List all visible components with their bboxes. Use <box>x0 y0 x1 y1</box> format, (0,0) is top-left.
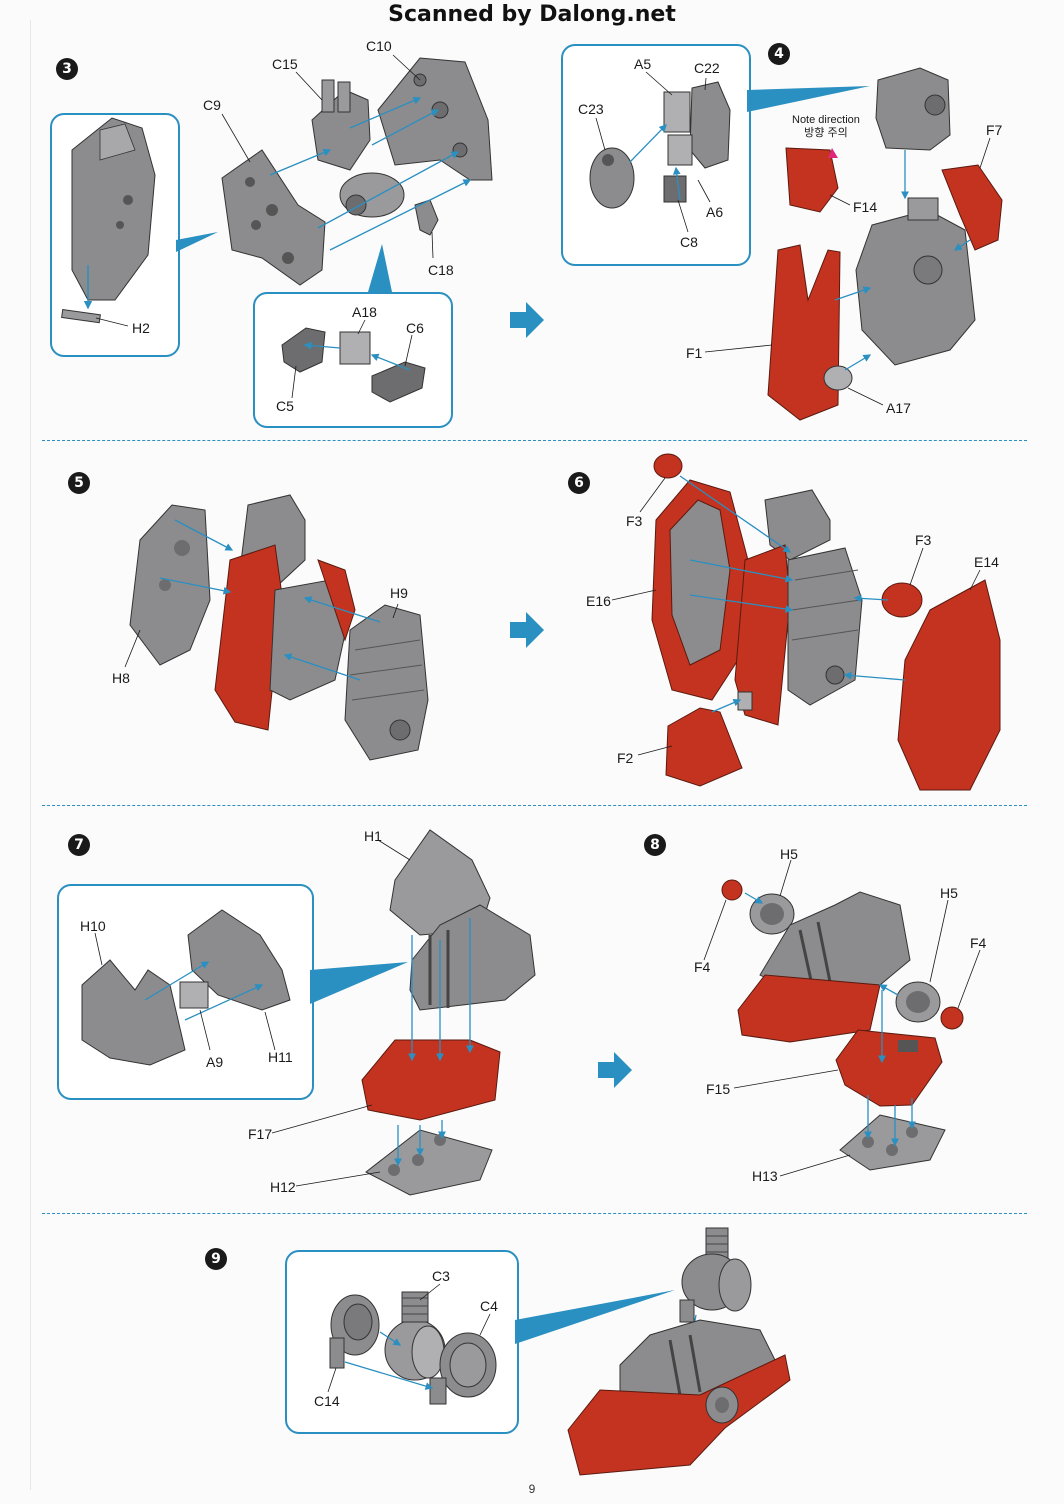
part-label: F4 <box>694 959 711 975</box>
part-label: A5 <box>634 56 652 72</box>
part-label: H12 <box>270 1179 296 1195</box>
part-label: C10 <box>366 38 392 54</box>
part-label: C5 <box>276 398 294 414</box>
part-label: H1 <box>364 828 382 844</box>
step-number-7: 7 <box>68 834 90 856</box>
part-label: C23 <box>578 101 604 117</box>
step-number-9: 9 <box>205 1248 227 1270</box>
scan-credit-header: Scanned by Dalong.net <box>388 2 676 27</box>
section-divider <box>42 805 1027 806</box>
part-label: C14 <box>314 1393 340 1409</box>
part-label: F1 <box>686 345 703 361</box>
part-label: F7 <box>986 122 1003 138</box>
part-label: F17 <box>248 1126 273 1142</box>
part-label: F2 <box>617 750 634 766</box>
part-label: C15 <box>272 56 298 72</box>
part-label: E14 <box>974 554 999 570</box>
step-number-8: 8 <box>644 834 666 856</box>
part-label: H5 <box>940 885 958 901</box>
part-label: F14 <box>853 199 878 215</box>
part-label: C6 <box>406 320 424 336</box>
part-label: A6 <box>706 204 724 220</box>
note-direction-text: Note direction 방향 주의 <box>792 114 860 140</box>
note-direction-line-2: 방향 주의 <box>804 127 848 139</box>
part-label: H10 <box>80 918 106 934</box>
part-label: F15 <box>706 1081 731 1097</box>
part-label: C4 <box>480 1298 498 1314</box>
note-direction-line-1: Note direction <box>792 114 860 126</box>
step-number-3: 3 <box>56 58 78 80</box>
step-number-5: 5 <box>68 472 90 494</box>
part-label: C9 <box>203 97 221 113</box>
part-label: H2 <box>132 320 150 336</box>
part-label: H9 <box>390 585 408 601</box>
part-label: F3 <box>626 513 643 529</box>
page-number: 9 <box>528 1482 536 1496</box>
part-label: C3 <box>432 1268 450 1284</box>
part-label: A9 <box>206 1054 224 1070</box>
part-label: A17 <box>886 400 911 416</box>
part-label: H11 <box>268 1049 293 1065</box>
part-label: H8 <box>112 670 130 686</box>
part-label: E16 <box>586 593 611 609</box>
part-label: F4 <box>970 935 987 951</box>
part-label: C22 <box>694 60 720 76</box>
part-label: C8 <box>680 234 698 250</box>
section-divider <box>42 440 1027 441</box>
part-label: A18 <box>352 304 377 320</box>
part-label: H13 <box>752 1168 778 1184</box>
step-number-4: 4 <box>768 43 790 65</box>
part-label: C18 <box>428 262 454 278</box>
part-label: H5 <box>780 846 798 862</box>
page-margin-line <box>30 20 31 1490</box>
section-divider <box>42 1213 1027 1214</box>
part-label: F3 <box>915 532 932 548</box>
step-number-6: 6 <box>568 472 590 494</box>
